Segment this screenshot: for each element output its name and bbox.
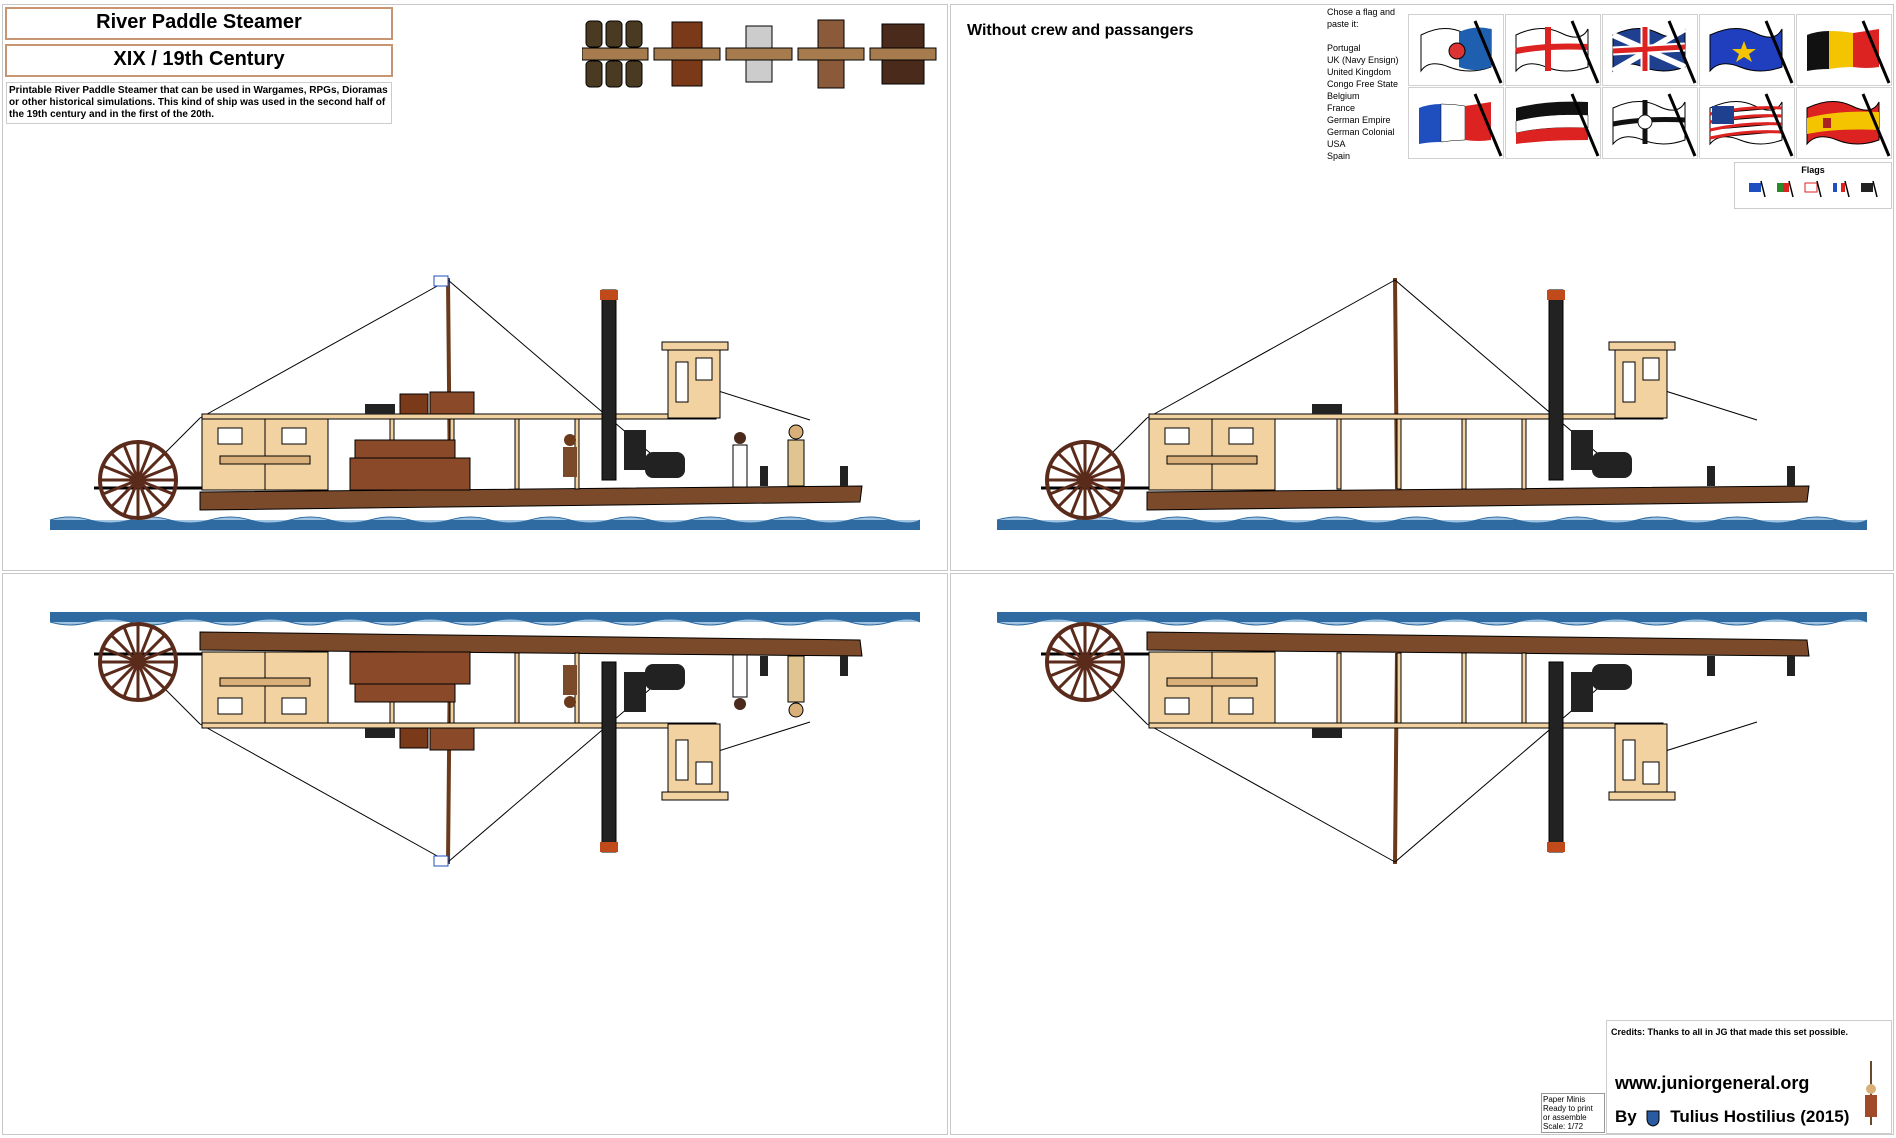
flag-united-kingdom[interactable] xyxy=(1602,14,1698,86)
flag-option: USA xyxy=(1327,139,1346,149)
description: Printable River Paddle Steamer that can … xyxy=(6,82,392,124)
credits-box: Credits: Thanks to all in JG that made t… xyxy=(1606,1020,1892,1134)
flag-spain[interactable] xyxy=(1796,87,1892,159)
ship-without-crew-mirrored xyxy=(997,610,1869,866)
mini-flags-box: Flags xyxy=(1734,162,1892,209)
flag-german-empire[interactable] xyxy=(1505,87,1601,159)
pm-line: or assemble xyxy=(1543,1113,1587,1122)
author-line: By Tulius Hostilius (2015) xyxy=(1615,1107,1849,1127)
wood-crate-piece xyxy=(797,19,865,89)
cargo-pieces xyxy=(582,19,937,89)
flag-belgium[interactable] xyxy=(1796,14,1892,86)
flag-option: Spain xyxy=(1327,151,1351,161)
paper-minis-badge: Paper Minis Ready to print or assemble S… xyxy=(1541,1093,1605,1133)
mini-flags-label: Flags xyxy=(1801,165,1825,175)
ship-without-crew xyxy=(997,276,1869,532)
flags-grid xyxy=(1408,14,1892,159)
flag-congo-free-state[interactable] xyxy=(1699,14,1795,86)
shield-icon xyxy=(1646,1110,1660,1127)
flag-instruction: Chose a flag and paste it: xyxy=(1327,7,1396,29)
crate-piece xyxy=(725,25,793,83)
by-label: By xyxy=(1615,1107,1637,1126)
trunk-piece xyxy=(869,23,937,85)
panel-subtitle: Without crew and passangers xyxy=(967,22,1194,39)
flag-option: France xyxy=(1327,103,1356,113)
flag-usa[interactable] xyxy=(1699,87,1795,159)
barrels-piece xyxy=(582,20,649,88)
author-name: Tulius Hostilius (2015) xyxy=(1670,1107,1850,1126)
pm-line: Paper Minis xyxy=(1543,1095,1586,1104)
credits-thanks: Credits: Thanks to all in JG that made t… xyxy=(1611,1027,1849,1037)
flag-list: Chose a flag and paste it: Portugal UK (… xyxy=(1327,6,1409,162)
flag-portugal[interactable] xyxy=(1408,14,1504,86)
website-link[interactable]: www.juniorgeneral.org xyxy=(1615,1073,1810,1093)
flag-option: United Kingdom xyxy=(1327,67,1392,77)
pm-line: Ready to print xyxy=(1543,1104,1593,1113)
page-title: River Paddle Steamer xyxy=(5,7,393,40)
flag-option: Belgium xyxy=(1327,91,1360,101)
ship-with-crew-mirrored xyxy=(50,610,922,867)
flag-uk-navy-ensign[interactable] xyxy=(1505,14,1601,86)
pm-line: Scale: 1/72 xyxy=(1543,1122,1584,1131)
flag-option: German Colonial xyxy=(1327,127,1395,137)
flag-option: Portugal xyxy=(1327,43,1361,53)
flag-option: German Empire xyxy=(1327,115,1391,125)
mini-flags-strip xyxy=(1749,180,1878,198)
flag-france[interactable] xyxy=(1408,87,1504,159)
era-title: XIX / 19th Century xyxy=(5,44,393,77)
flag-option: Congo Free State xyxy=(1327,79,1399,89)
flag-option: UK (Navy Ensign) xyxy=(1327,55,1399,65)
chest-piece xyxy=(653,21,721,87)
ship-with-crew xyxy=(50,275,922,532)
soldier-icon xyxy=(1865,1061,1877,1125)
flag-german-colonial[interactable] xyxy=(1602,87,1698,159)
